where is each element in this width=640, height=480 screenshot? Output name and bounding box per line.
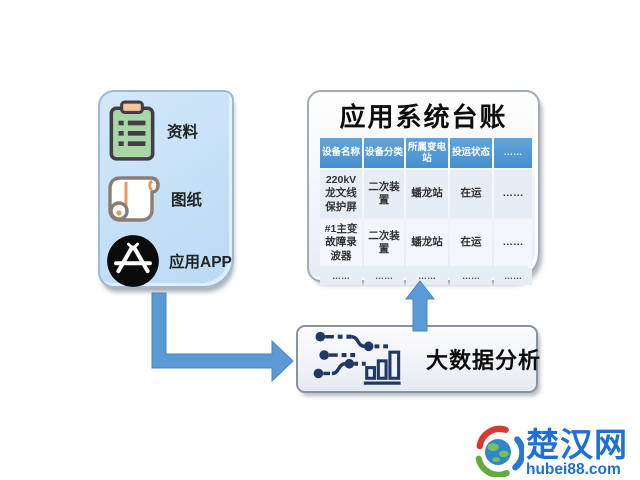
cell: 在运 bbox=[450, 220, 492, 266]
ledger-panel: 应用系统台账 设备名称 设备分类 所属变电站 投运状态 …… 220kV龙文线保… bbox=[307, 90, 540, 285]
source-panel: 资料 图纸 bbox=[98, 90, 234, 288]
cell: …… bbox=[320, 268, 362, 285]
globe-swirl-icon bbox=[472, 425, 526, 480]
table-row: …… …… …… …… …… bbox=[320, 268, 532, 285]
cell: …… bbox=[494, 220, 532, 266]
flow-arrow-sources-to-analysis bbox=[151, 292, 294, 383]
cell: 220kV龙文线保护屏 bbox=[320, 170, 362, 218]
flow-arrow-analysis-to-ledger bbox=[404, 280, 436, 332]
cell: …… bbox=[450, 268, 492, 285]
site-logo: 楚汉网 hubei88.com bbox=[472, 425, 640, 480]
ledger-title: 应用系统台账 bbox=[339, 102, 508, 132]
source-item-drawings: 图纸 bbox=[106, 168, 230, 230]
appstore-icon bbox=[106, 234, 160, 288]
logo-domain-text: hubei88.com bbox=[526, 461, 621, 479]
cell: 蟠龙站 bbox=[406, 220, 448, 266]
cell: 在运 bbox=[450, 170, 492, 218]
table-row: #1主变故障录波器 二次装置 蟠龙站 在运 …… bbox=[320, 220, 532, 266]
cell: 二次装置 bbox=[364, 170, 404, 218]
clipboard-icon bbox=[106, 100, 158, 162]
col-header: 所属变电站 bbox=[406, 138, 448, 168]
col-header: 设备分类 bbox=[364, 138, 404, 168]
table-header-row: 设备名称 设备分类 所属变电站 投运状态 …… bbox=[320, 138, 532, 168]
circuit-chart-icon bbox=[308, 328, 410, 391]
cell: #1主变故障录波器 bbox=[320, 220, 362, 266]
cell: …… bbox=[494, 268, 532, 285]
analysis-box: 大数据分析 bbox=[296, 325, 542, 393]
source-item-documents: 资料 bbox=[106, 98, 230, 164]
logo-brand-text: 楚汉网 bbox=[526, 426, 628, 464]
cell: 二次装置 bbox=[364, 220, 404, 266]
source-item-label: 资料 bbox=[167, 124, 199, 141]
cell: 蟠龙站 bbox=[406, 170, 448, 218]
blueprint-scroll-icon bbox=[106, 172, 162, 226]
cell: …… bbox=[364, 268, 404, 285]
col-header: …… bbox=[494, 138, 532, 168]
col-header: 设备名称 bbox=[320, 138, 362, 168]
source-item-label: 图纸 bbox=[171, 192, 203, 209]
analysis-label: 大数据分析 bbox=[426, 348, 542, 373]
cell: …… bbox=[406, 268, 448, 285]
ledger-table: 设备名称 设备分类 所属变电站 投运状态 …… 220kV龙文线保护屏 二次装置… bbox=[318, 136, 534, 287]
table-row: 220kV龙文线保护屏 二次装置 蟠龙站 在运 …… bbox=[320, 170, 532, 218]
source-item-label: 应用APP bbox=[169, 254, 232, 271]
source-item-app: 应用APP bbox=[106, 232, 232, 290]
col-header: 投运状态 bbox=[450, 138, 492, 168]
cell: …… bbox=[494, 170, 532, 218]
